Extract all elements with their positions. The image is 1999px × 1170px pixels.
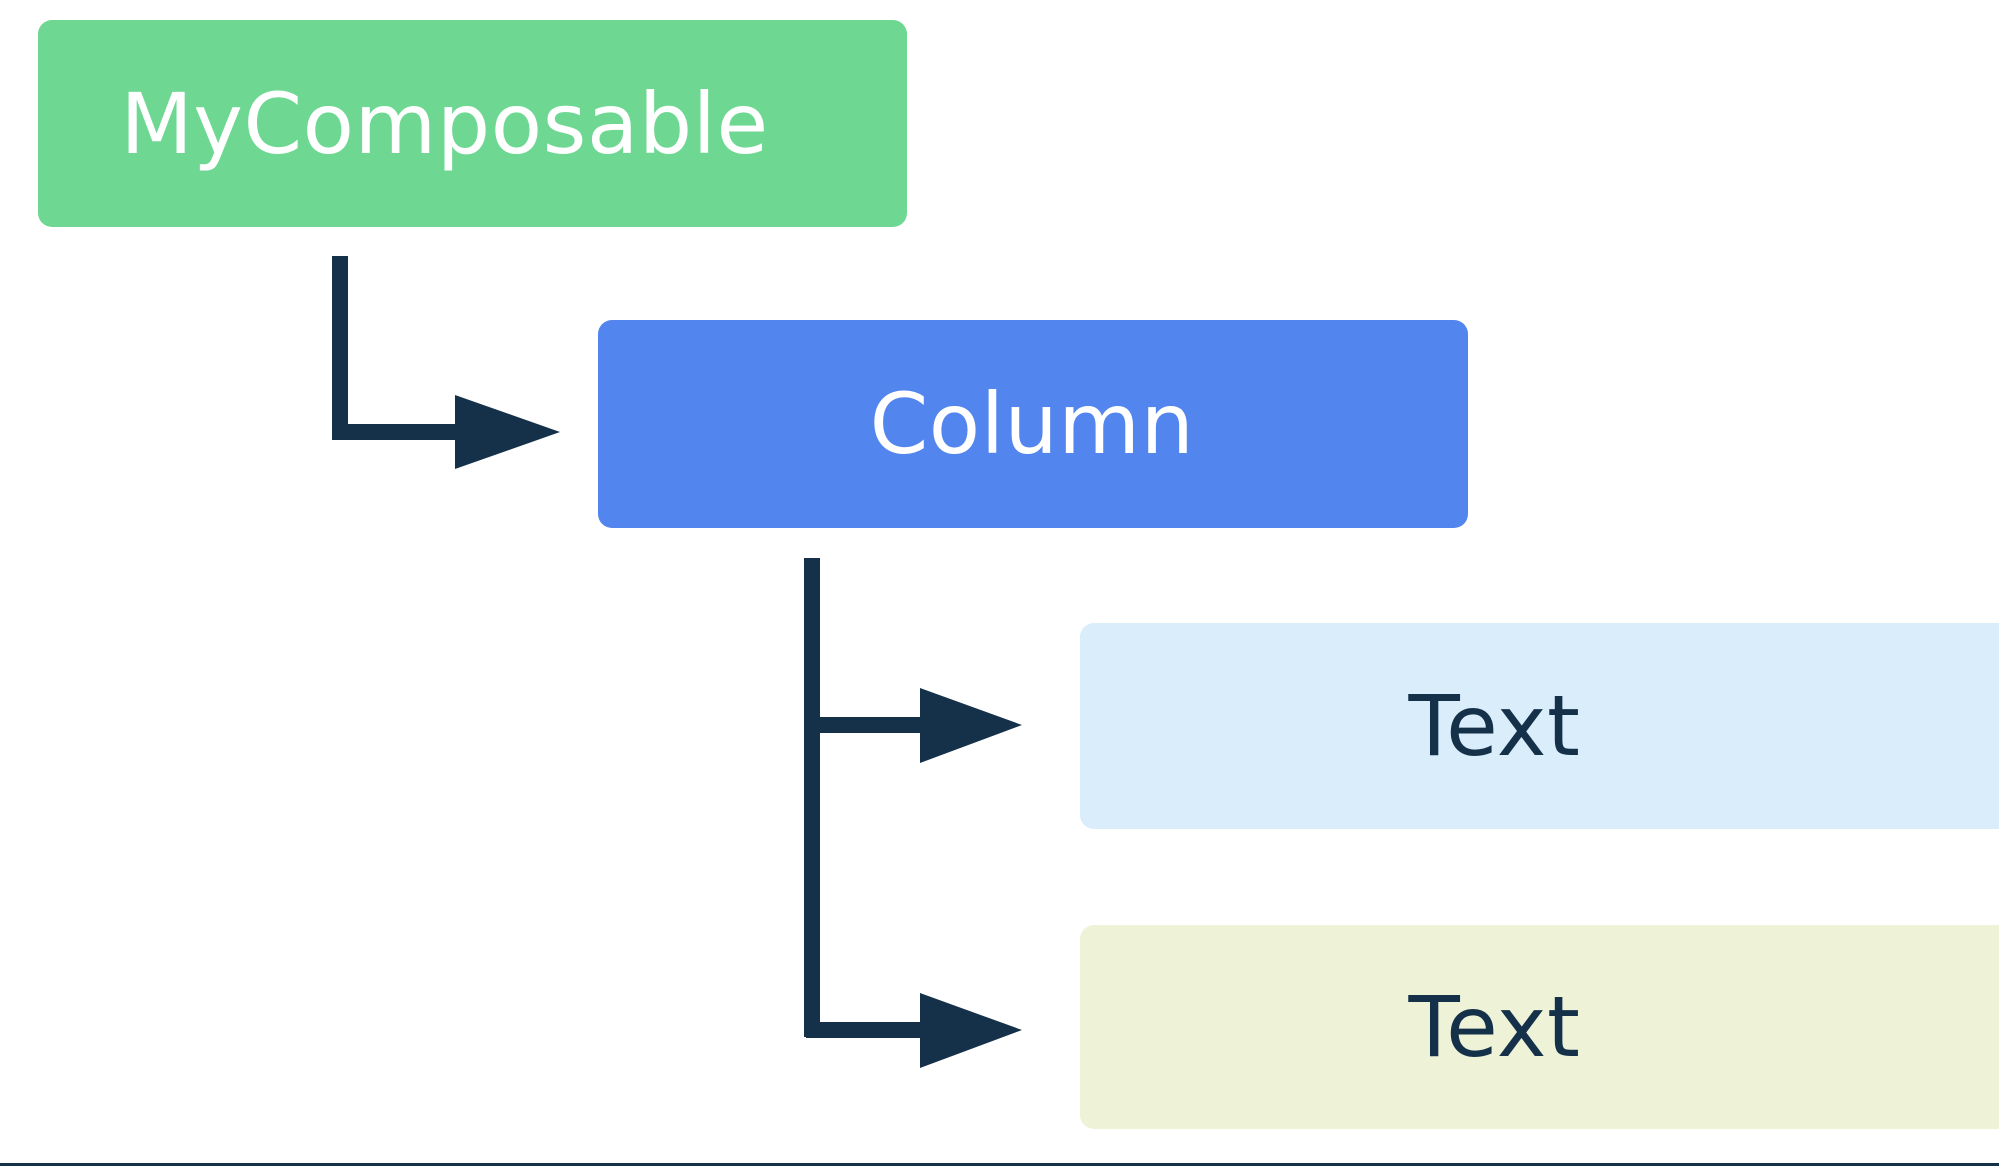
node-mycomposable[interactable]: MyComposable — [38, 20, 907, 227]
node-text-secondary-label: Text — [1408, 978, 1581, 1076]
node-text-primary-label: Text — [1408, 677, 1581, 775]
node-mycomposable-label: MyComposable — [120, 74, 769, 173]
edge-column-to-text-1 — [806, 688, 1022, 763]
node-text-secondary[interactable]: Text — [1080, 925, 1999, 1129]
node-text-primary[interactable]: Text — [1080, 623, 1999, 829]
edge-column-to-text-2 — [806, 993, 1022, 1068]
node-column[interactable]: Column — [598, 320, 1468, 528]
node-column-label: Column — [869, 375, 1195, 473]
edge-root-to-column — [332, 256, 560, 469]
bottom-divider — [0, 1163, 1999, 1166]
